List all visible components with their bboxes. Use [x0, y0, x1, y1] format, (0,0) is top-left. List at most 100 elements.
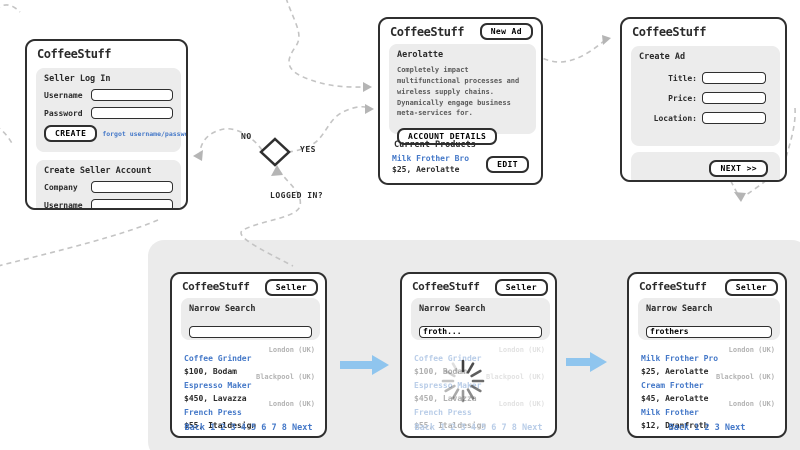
arrowhead-to-dashboard-top	[363, 82, 372, 92]
arrowhead-to-create-ad	[602, 35, 611, 45]
login-exit-connector	[0, 219, 159, 267]
next-button[interactable]: NEXT >>	[709, 160, 768, 177]
result-detail: $55, Italdesign	[414, 421, 487, 430]
ad-price-label: Price:	[668, 93, 697, 103]
result-location: London (UK)	[498, 400, 545, 408]
app-title: CoffeeStuff	[632, 25, 706, 39]
result-detail: $45, Aerolatte	[641, 394, 709, 403]
flow-arrow-1	[340, 355, 389, 375]
arrowhead-to-dashboard-yes	[365, 104, 374, 114]
search-result: French Press London (UK) $55, Italdesign	[414, 400, 545, 430]
seller-description: Completely impact multifunctional proces…	[397, 66, 520, 118]
seller-info-section: Aerolatte Completely impact multifunctio…	[389, 44, 536, 146]
result-detail: $100, Bodam	[184, 367, 237, 376]
search-result: Cream Frother Blackpool (UK) $45, Aerola…	[641, 373, 775, 403]
result-name-link[interactable]: Milk Frother Pro	[641, 354, 719, 363]
company-input[interactable]	[91, 181, 173, 193]
result-name-link[interactable]: Espresso Maker	[414, 381, 482, 390]
result-detail: $450, Lavazza	[184, 394, 247, 403]
search-panel-results: CoffeeStuff Seller Narrow Search Milk Fr…	[627, 272, 787, 438]
pagination[interactable]: Back 1 2 3 Next	[668, 423, 746, 433]
company-label: Company	[44, 182, 78, 192]
signup-username-input[interactable]	[91, 199, 173, 208]
result-name-link[interactable]: French Press	[414, 408, 472, 417]
app-title: CoffeeStuff	[390, 25, 464, 39]
top-entry-connector	[285, 0, 365, 88]
pagination[interactable]: Back 1 2 3 4 5 6 7 8 Next	[184, 423, 313, 433]
product-detail: $25, Aerolatte	[392, 165, 460, 174]
result-detail: $450, Lavazza	[414, 394, 477, 403]
loading-spinner	[441, 359, 485, 403]
seller-dashboard-panel: CoffeeStuff New Ad Aerolatte Completely …	[378, 17, 543, 185]
narrow-search-section: Narrow Search	[181, 298, 320, 340]
create-button[interactable]: CREATE	[44, 125, 98, 142]
result-name-link[interactable]: Coffee Grinder	[184, 354, 252, 363]
app-title: CoffeeStuff	[639, 280, 707, 293]
app-title: CoffeeStuff	[37, 47, 111, 61]
search-result: Coffee Grinder London (UK) $100, Bodam	[414, 346, 545, 376]
search-result: French Press London (UK) $55, Italdesign	[184, 400, 315, 430]
ad-price-input[interactable]	[702, 92, 766, 104]
forgot-link[interactable]: forgot username/password	[102, 129, 188, 138]
result-detail: $25, Aerolatte	[641, 367, 709, 376]
ad-location-input[interactable]	[702, 112, 766, 124]
product-row: Cream Frother $45, Aerolatte EDIT	[392, 182, 531, 185]
create-ad-form-section: Create Ad Title: Price: Location:	[631, 46, 780, 146]
result-location: Blackpool (UK)	[255, 373, 315, 381]
edit-button[interactable]: EDIT	[486, 156, 529, 173]
ad-title-input[interactable]	[702, 72, 766, 84]
login-section: Seller Log In Username Password CREATE f…	[36, 68, 186, 152]
result-detail: $55, Italdesign	[184, 421, 257, 430]
product-row: Milk Frother Bro $25, Aerolatte EDIT	[392, 154, 531, 174]
arrowhead-to-login	[193, 150, 203, 161]
result-name-link[interactable]: Coffee Grinder	[414, 354, 482, 363]
result-location: London (UK)	[268, 346, 315, 354]
result-location: Blackpool (UK)	[485, 373, 545, 381]
username-label: Username	[44, 90, 83, 100]
seller-button[interactable]: Seller	[264, 279, 318, 296]
product-name-link[interactable]: Cream Frother	[392, 182, 531, 183]
product-name-link[interactable]: Milk Frother Bro	[392, 154, 470, 163]
create-ad-panel: CoffeeStuff Create Ad Title: Price: Loca…	[620, 17, 787, 182]
search-input[interactable]	[419, 325, 542, 338]
seller-button[interactable]: Seller	[494, 279, 548, 296]
password-label: Password	[44, 108, 83, 118]
result-name-link[interactable]: Cream Frother	[641, 381, 704, 390]
logged-in-connector	[240, 169, 302, 267]
search-panel-loading: CoffeeStuff Seller Narrow Search Coffee …	[400, 272, 557, 438]
pagination[interactable]: Back 1 2 3 4 5 6 7 8 Next	[414, 423, 543, 433]
search-result: Milk Frother Pro London (UK) $25, Aerola…	[641, 346, 775, 376]
arrowhead-to-diamond	[271, 165, 283, 176]
new-ad-button[interactable]: New Ad	[479, 23, 533, 40]
search-result: Milk Frother London (UK) $12, Dyanfroth	[641, 400, 775, 430]
account-details-button[interactable]: ACCOUNT DETAILS	[397, 128, 498, 146]
result-location: London (UK)	[728, 346, 775, 354]
search-panel-initial: CoffeeStuff Seller Narrow Search Coffee …	[170, 272, 327, 438]
narrow-search-section: Narrow Search	[638, 298, 780, 340]
left-edge-connector	[0, 127, 14, 146]
password-input[interactable]	[91, 107, 173, 119]
seller-button[interactable]: Seller	[724, 279, 778, 296]
username-input[interactable]	[91, 89, 173, 101]
narrow-search-section: Narrow Search	[411, 298, 550, 340]
no-connector	[199, 127, 263, 153]
ad-location-label: Location:	[653, 113, 697, 123]
create-ad-heading: Create Ad	[639, 52, 686, 62]
result-location: London (UK)	[728, 400, 775, 408]
narrow-search-heading: Narrow Search	[189, 304, 256, 314]
corner-squiggle-connector	[0, 4, 21, 13]
result-name-link[interactable]: French Press	[184, 408, 242, 417]
no-label: NO	[241, 132, 252, 141]
yes-label: YES	[300, 145, 316, 154]
current-products-heading: Current Products	[394, 140, 476, 150]
result-name-link[interactable]: Milk Frother	[641, 408, 699, 417]
search-input[interactable]	[189, 325, 312, 338]
result-name-link[interactable]: Espresso Maker	[184, 381, 252, 390]
result-location: London (UK)	[498, 346, 545, 354]
signup-section: Create Seller Account Company Username	[36, 160, 181, 208]
search-result: Espresso Maker Blackpool (UK) $450, Lava…	[184, 373, 315, 403]
search-input[interactable]	[646, 325, 772, 338]
result-detail: $100, Bodam	[414, 367, 467, 376]
edit-button[interactable]: EDIT	[486, 184, 529, 185]
